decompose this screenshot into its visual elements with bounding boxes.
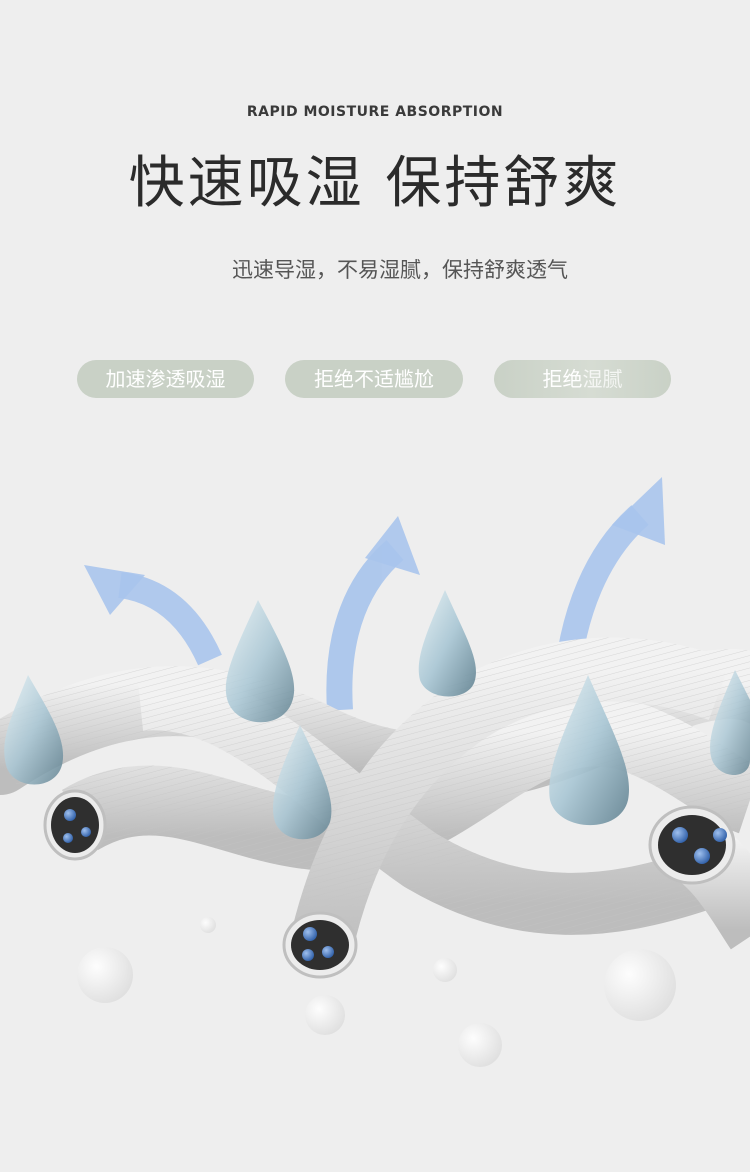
feature-pill-3-label-a: 拒绝 [542, 367, 583, 391]
fiber-strands [0, 637, 750, 958]
fiber-illustration [0, 477, 750, 1067]
water-drop-icon [4, 590, 750, 840]
feature-pill-2: 拒绝不适尴尬 [285, 360, 463, 398]
feature-pill-3: 拒绝湿腻 [494, 360, 671, 398]
feature-pill-1: 加速渗透吸湿 [77, 360, 254, 398]
feature-pill-3-label-b: 湿腻 [582, 367, 623, 391]
arrow-head-icon [84, 477, 665, 615]
subtitle-en: RAPID MOISTURE ABSORPTION [246, 104, 504, 120]
description: 迅速导湿，不易湿腻，保持舒爽透气 [232, 258, 568, 282]
page-title: 快速吸湿 保持舒爽 [128, 151, 622, 216]
decorative-ball [77, 917, 676, 1067]
fiber-cross-section [43, 789, 736, 979]
